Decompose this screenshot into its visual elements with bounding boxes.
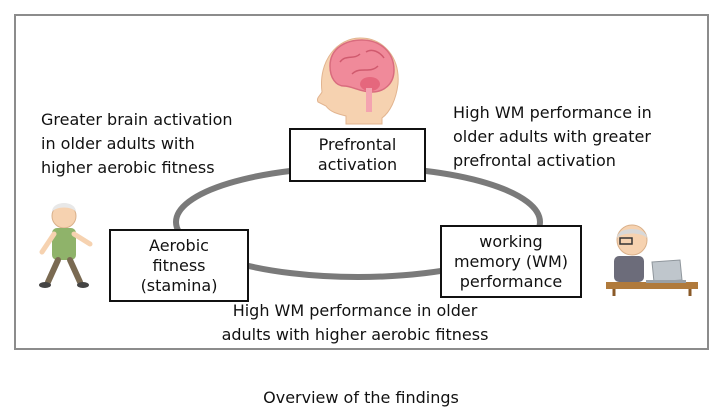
elderly-laptop-icon	[606, 224, 698, 296]
prefrontal-activation-box: Prefrontal activation	[289, 128, 426, 182]
elderly-walker-icon	[39, 203, 93, 288]
note-aerobic-to-prefrontal: Greater brain activation in older adults…	[41, 110, 233, 177]
aerobic-fitness-box: Aerobic fitness (stamina)	[109, 229, 249, 302]
figure-caption: Overview of the findings	[263, 388, 459, 407]
working-memory-box: working memory (WM) performance	[440, 225, 582, 298]
note-aerobic-to-wm: High WM performance in older adults with…	[221, 301, 489, 344]
brain-head-icon	[317, 37, 399, 125]
note-prefrontal-to-wm: High WM performance in older adults with…	[453, 103, 652, 170]
